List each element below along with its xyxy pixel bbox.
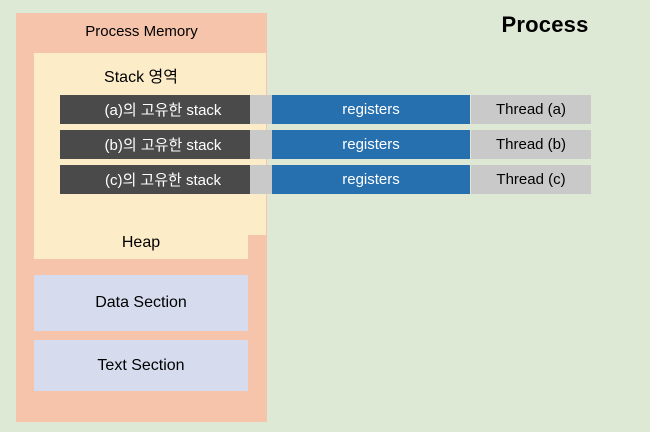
process-title: Process [501, 12, 589, 37]
text-section-box: Text Section [34, 340, 248, 391]
stack-register-connector-a [250, 95, 276, 124]
registers-box-b: registers [272, 130, 470, 159]
thread-label-b: Thread (b) [471, 130, 591, 159]
thread-stack-box-a: (a)의 고유한 stack [60, 95, 266, 124]
thread-stack-box-c: (c)의 고유한 stack [60, 165, 266, 194]
stack-register-connector-b [250, 130, 276, 159]
thread-strip-c: registers Thread (c) [0, 165, 650, 194]
thread-label-a: Thread (a) [471, 95, 591, 124]
registers-box-a: registers [272, 95, 470, 124]
thread-label-c: Thread (c) [471, 165, 591, 194]
thread-stack-box-b: (b)의 고유한 stack [60, 130, 266, 159]
thread-strip-b: registers Thread (b) [0, 130, 650, 159]
data-section-box: Data Section [34, 275, 248, 331]
thread-strip-a: registers Thread (a) [0, 95, 650, 124]
process-memory-title: Process Memory [85, 23, 198, 40]
stack-area: Stack 영역 (a)의 고유한 stack (b)의 고유한 stack (… [34, 53, 266, 235]
stack-row: (b)의 고유한 stack [60, 130, 266, 159]
stack-row: (a)의 고유한 stack [60, 95, 266, 124]
stack-area-title: Stack 영역 [104, 69, 178, 86]
heap-box: Heap [34, 227, 248, 259]
stack-register-connector-c [250, 165, 276, 194]
process-memory-container: Process Memory Stack 영역 (a)의 고유한 stack (… [16, 13, 267, 422]
stack-row: (c)의 고유한 stack [60, 165, 266, 194]
registers-box-c: registers [272, 165, 470, 194]
